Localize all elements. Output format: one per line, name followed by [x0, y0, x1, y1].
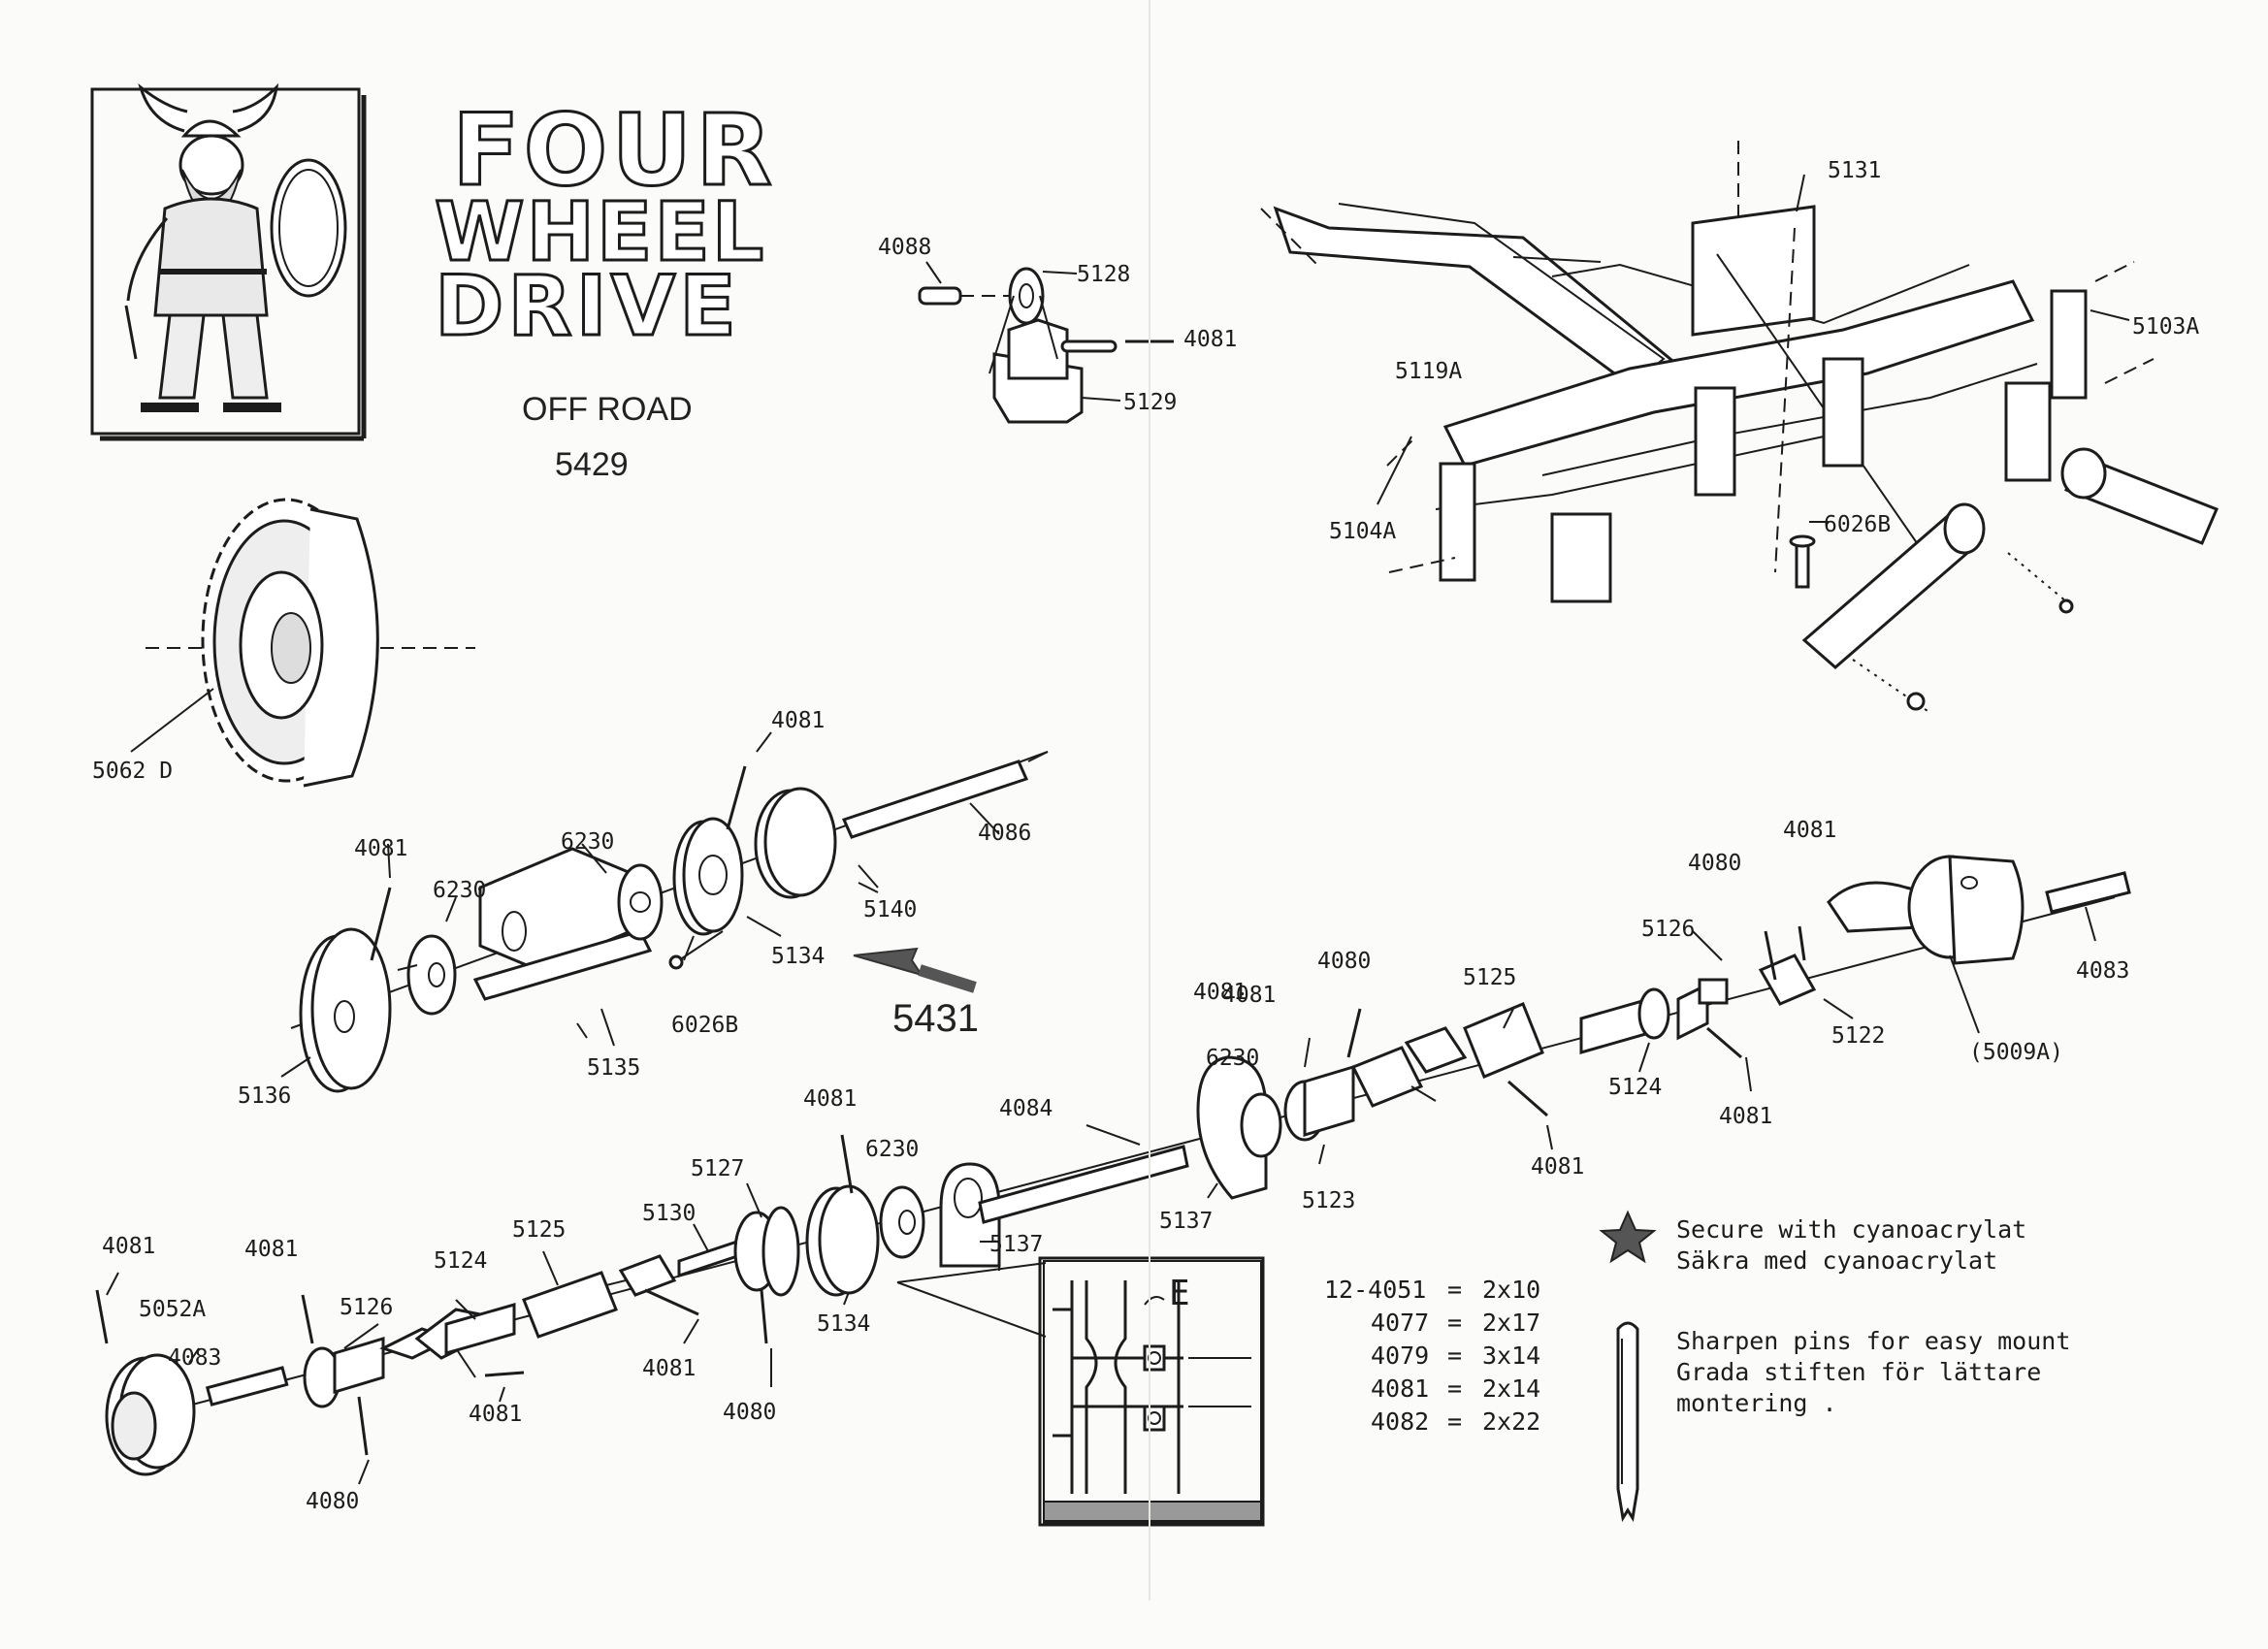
note-pin-sv2: montering .	[1676, 1389, 1837, 1417]
label-4081-g: 4081	[803, 1086, 857, 1112]
pin-row-4-eq: =	[1447, 1374, 1462, 1403]
label-5119a: 5119A	[1395, 359, 1462, 384]
label-4080-c: 4080	[306, 1489, 359, 1514]
gear-5062d: 5062 D	[92, 498, 475, 788]
pin-row-2-eq: =	[1447, 1309, 1462, 1337]
pin-row-5-eq: =	[1447, 1407, 1462, 1436]
label-5062d: 5062 D	[92, 759, 173, 784]
label-6026b-chassis: 6026B	[1824, 512, 1891, 537]
label-5125-b: 5125	[512, 1217, 566, 1243]
label-5135: 5135	[587, 1055, 640, 1081]
label-4081-e: 4081	[1222, 983, 1276, 1008]
label-4081-c: 4081	[1783, 818, 1836, 843]
pin-row-4-size: 2x14	[1482, 1374, 1540, 1403]
label-6230-c: 6230	[1206, 1046, 1259, 1071]
label-5127: 5127	[691, 1156, 744, 1181]
label-5136: 5136	[238, 1083, 291, 1109]
label-5124-a: 5124	[1608, 1075, 1662, 1100]
label-4081-d: 4081	[1719, 1104, 1772, 1129]
pin-row-3-part: 4079	[1371, 1342, 1429, 1370]
label-4081-l: 4081	[102, 1234, 155, 1259]
note-star-en: Secure with cyanoacrylat	[1676, 1215, 2026, 1244]
label-5104a: 5104A	[1329, 519, 1396, 544]
label-4080-b: 4080	[1317, 949, 1371, 974]
label-5131: 5131	[1828, 158, 1881, 183]
label-5128: 5128	[1077, 262, 1130, 287]
pin-row-2-size: 2x17	[1482, 1309, 1540, 1337]
label-4086: 4086	[978, 821, 1031, 846]
note-star-sv: Säkra med cyanoacrylat	[1676, 1246, 1997, 1275]
label-6026b: 6026B	[671, 1013, 738, 1038]
note-pin-sv1: Grada stiften för lättare	[1676, 1358, 2041, 1386]
label-5009a: (5009A)	[1969, 1040, 2063, 1065]
pin-row-5-size: 2x22	[1482, 1407, 1540, 1436]
label-5052a: 5052A	[139, 1297, 206, 1322]
pin-row-3-eq: =	[1447, 1342, 1462, 1370]
label-4081-a: 4081	[354, 836, 407, 861]
bracket-assembly: 4088 5128 4081 5129	[878, 235, 1237, 424]
label-5137-b: 5137	[989, 1232, 1043, 1257]
axle-group-5431: 4081 6230 6230 4081 4086 5140 5134 6026B…	[238, 708, 1049, 1109]
pin-row-1-eq: =	[1447, 1276, 1462, 1304]
title-block: FOUR WHEEL DRIVE OFF ROAD 5429	[434, 92, 776, 484]
label-6230-d: 6230	[865, 1137, 919, 1162]
label-4081-top: 4081	[1183, 327, 1237, 352]
label-6230-a: 6230	[433, 878, 486, 903]
pin-row-5-part: 4082	[1371, 1407, 1429, 1436]
title-four: FOUR	[452, 93, 776, 209]
label-4084: 4084	[999, 1096, 1053, 1121]
label-4083-a: 4083	[2076, 958, 2129, 984]
label-5103a: 5103A	[2132, 314, 2199, 340]
label-4081-h: 4081	[1193, 980, 1247, 1005]
pin-row-2-part: 4077	[1371, 1309, 1429, 1337]
label-4081-k: 4081	[244, 1237, 298, 1262]
label-6230-b: 6230	[561, 829, 614, 855]
pin-row-1-part: 12-4051	[1324, 1276, 1426, 1304]
label-5134-b: 5134	[817, 1311, 870, 1337]
label-5130: 5130	[642, 1201, 696, 1226]
label-5123: 5123	[1302, 1188, 1355, 1213]
label-5140: 5140	[863, 897, 917, 922]
label-4081-i: 4081	[642, 1356, 696, 1381]
label-5126-a: 5126	[1641, 917, 1695, 942]
label-4083-b: 4083	[168, 1345, 221, 1371]
label-5134-a: 5134	[771, 944, 825, 969]
drive-shaft-assembly: 4081 4080 5126 4083 5122 (5009A) 4081 40…	[95, 818, 2131, 1514]
pin-size-table: 12-4051 = 2x10 4077 = 2x17 4079 = 3x14 4…	[1324, 1276, 1540, 1436]
pin-row-3-size: 3x14	[1482, 1342, 1540, 1370]
note-pin-en: Sharpen pins for easy mount	[1676, 1327, 2070, 1355]
label-4081-f: 4081	[1531, 1154, 1584, 1180]
subtitle: OFF ROAD	[522, 391, 693, 428]
label-4088: 4088	[878, 235, 931, 260]
label-5431: 5431	[892, 997, 979, 1040]
label-4081-j: 4081	[469, 1402, 522, 1427]
label-4080-d: 4080	[723, 1400, 776, 1425]
model-number: 5429	[555, 446, 629, 483]
label-5122: 5122	[1831, 1023, 1885, 1049]
label-5125-a: 5125	[1463, 965, 1516, 990]
title-drive: DRIVE	[435, 258, 740, 355]
pin-row-1-size: 2x10	[1482, 1276, 1540, 1304]
label-5126-b: 5126	[340, 1295, 393, 1320]
chassis-assembly: 5131 5103A 5119A 5104A 6026B	[1260, 141, 2219, 714]
label-5124-b: 5124	[434, 1248, 487, 1274]
label-5137-a: 5137	[1159, 1209, 1213, 1234]
star-icon	[1599, 1210, 1657, 1264]
label-4081-b: 4081	[771, 708, 825, 733]
pin-icon	[1616, 1321, 1639, 1523]
pin-row-4-part: 4081	[1371, 1374, 1429, 1403]
label-4080-a: 4080	[1688, 851, 1741, 876]
detail-e-inset: E	[896, 1256, 1265, 1527]
title-wheel: WHEEL	[435, 184, 765, 279]
viking-logo	[90, 82, 367, 441]
detail-e-label: E	[1169, 1274, 1190, 1313]
assembly-notes: Secure with cyanoacrylat Säkra med cyano…	[1599, 1210, 2070, 1523]
